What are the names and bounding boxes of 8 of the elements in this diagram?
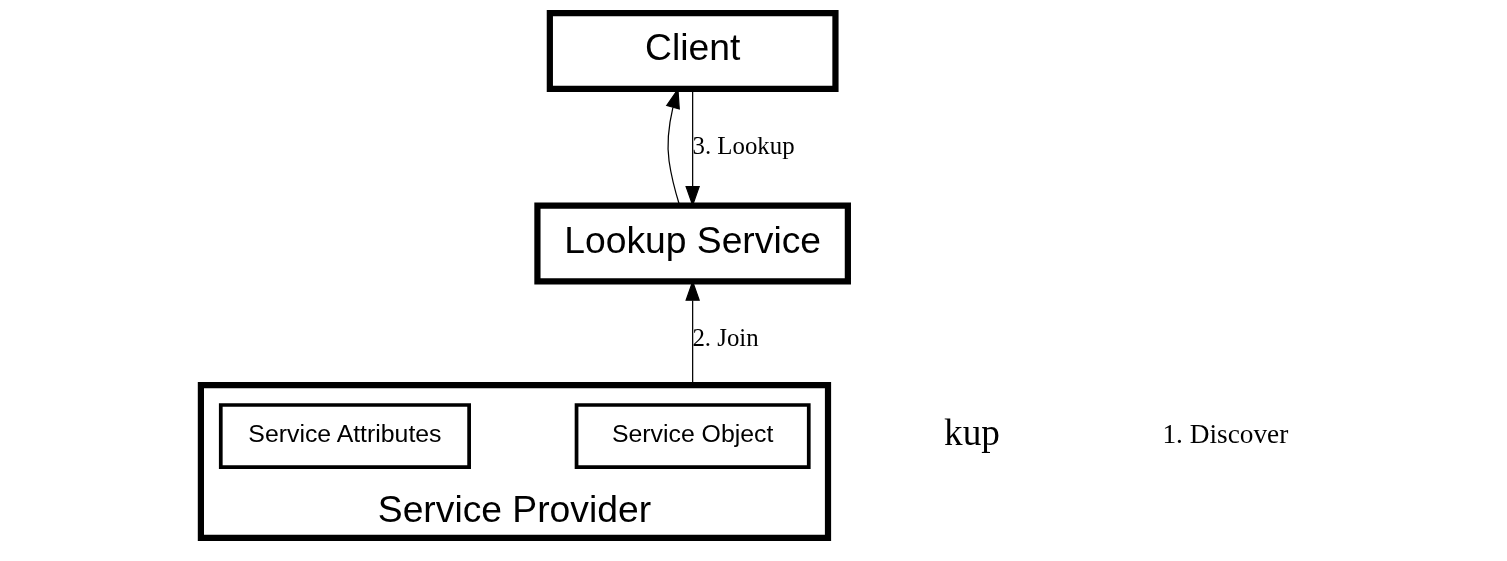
edge-label: 3. Lookup	[692, 131, 795, 159]
node-box: Lookup Service	[534, 202, 851, 285]
node-box: Service Object	[574, 403, 811, 469]
label: kup	[944, 412, 1000, 454]
node-box: Client	[546, 10, 839, 93]
label: 1. Discover	[1162, 418, 1289, 449]
node-box: Service Attributes	[218, 403, 471, 469]
edge-label: 2. Join	[692, 324, 759, 351]
